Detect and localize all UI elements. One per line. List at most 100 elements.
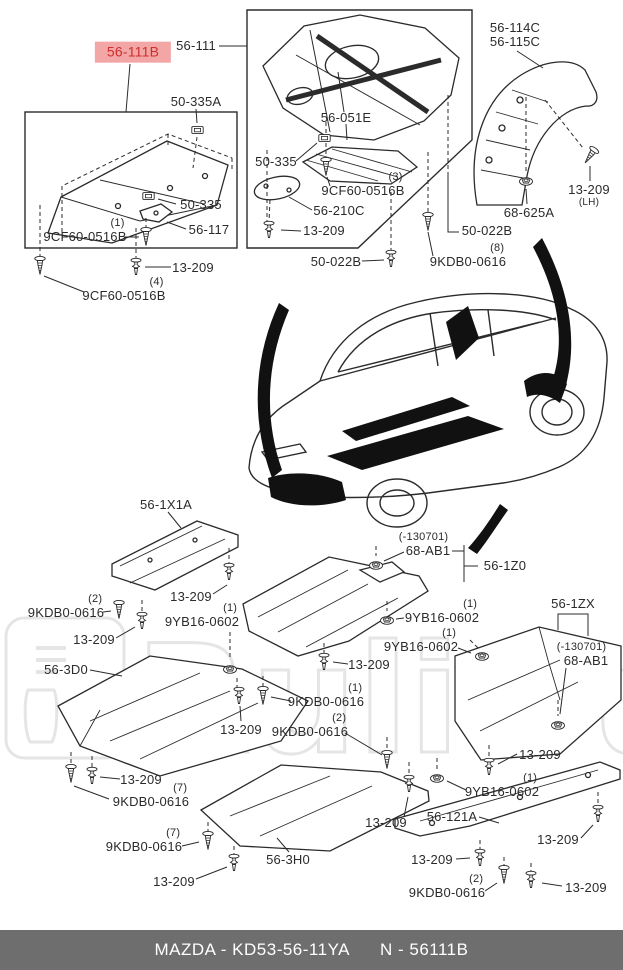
part-label-13-209[interactable]: 13-209 [348, 658, 390, 672]
part-label-9kdb0-0616[interactable]: 9KDB0-0616(8) [429, 243, 507, 270]
part-number: 50-335A [170, 94, 222, 110]
part-label-50-335a[interactable]: 50-335A [171, 95, 222, 109]
part-label-56-111[interactable]: 56-111 [176, 39, 216, 53]
part-label-13-209[interactable]: 13-209 [172, 261, 214, 275]
part-number: 9KDB0-0616 [105, 839, 183, 855]
part-label-56-3d0[interactable]: 56-3D0 [44, 663, 88, 677]
part-number: 9KDB0-0616 [429, 254, 507, 270]
part-label-50-022b[interactable]: 50-022B [311, 255, 362, 269]
part-label-56-1x1a[interactable]: 56-1X1A [140, 498, 192, 512]
part-number: 13-209 [120, 772, 162, 788]
part-number: 68-AB1 [405, 543, 451, 559]
part-number: 9KDB0-0616 [408, 885, 486, 901]
part-label-68-ab1[interactable]: 68-AB1(-130701) [399, 532, 451, 559]
quantity-note: (8) [490, 242, 505, 255]
part-number: 9YB16-0602 [383, 639, 459, 655]
part-number: 9KDB0-0616 [271, 724, 349, 740]
part-label-9yb16-0602[interactable]: 9YB16-0602(1) [383, 628, 459, 655]
part-label-50-335[interactable]: 50-335 [255, 155, 297, 169]
quantity-note: (4) [149, 276, 164, 289]
part-number: 56-3H0 [266, 852, 310, 868]
part-label-13-209[interactable]: 13-209 [303, 224, 345, 238]
part-label-13-209[interactable]: 13-209 [411, 853, 453, 867]
part-label-9cf60-0516b[interactable]: 9CF60-0516B(1) [43, 218, 127, 245]
part-label-9cf60-0516b[interactable]: 9CF60-0516B(4) [82, 277, 165, 303]
quantity-note: (1) [523, 772, 538, 785]
quantity-note: (1) [463, 598, 478, 611]
part-label-9cf60-0516b[interactable]: 9CF60-0516B(3) [321, 172, 405, 199]
quantity-note: (3) [388, 171, 403, 184]
part-label-13-209[interactable]: 13-209 [365, 816, 407, 830]
part-number: 9YB16-0602 [404, 610, 480, 626]
part-number: 13-209 [537, 832, 579, 848]
part-number: 56-210C [313, 203, 365, 219]
part-number: 56-051E [320, 110, 372, 126]
part-label-13-209[interactable]: 13-209 [73, 633, 115, 647]
part-number: 13-209 [565, 880, 607, 896]
part-number: 13-209 [519, 747, 561, 763]
part-number: 56-121A [426, 809, 478, 825]
part-label-9yb16-0602[interactable]: 9YB16-0602(1) [404, 599, 480, 626]
part-label-9kdb0-0616[interactable]: 9KDB0-0616(2) [27, 594, 105, 621]
quantity-note: (1) [110, 217, 125, 230]
part-number: 56-111 [176, 38, 216, 54]
part-label-56-3h0[interactable]: 56-3H0 [266, 853, 310, 867]
part-number: 9CF60-0516B [43, 229, 127, 245]
part-label-56-1z0[interactable]: 56-1Z0 [484, 559, 526, 573]
part-number: 68-625A [503, 205, 555, 221]
part-label-50-335[interactable]: 50-335 [180, 198, 222, 212]
quantity-note: (-130701) [398, 531, 449, 544]
part-label-9yb16-0602[interactable]: 9YB16-0602(1) [464, 773, 540, 800]
footer-catalog-code: MAZDA - KD53-56-11YA [154, 940, 350, 959]
part-number: 13-209 [411, 852, 453, 868]
part-number: 56-111B [106, 43, 160, 60]
part-label-9yb16-0602[interactable]: 9YB16-0602(1) [165, 603, 239, 629]
quantity-note: (7) [173, 782, 188, 795]
part-number: 50-022B [310, 254, 362, 270]
part-label-13-209[interactable]: 13-209 [120, 773, 162, 787]
part-number: 68-AB1 [563, 653, 609, 669]
part-label-13-209[interactable]: 13-209 [519, 748, 561, 762]
part-label-56-115c[interactable]: 56-115C [490, 35, 540, 49]
part-label-9kdb0-0616[interactable]: 9KDB0-0616(1) [288, 683, 364, 709]
part-drawings [47, 14, 622, 852]
part-label-9kdb0-0616[interactable]: 9KDB0-0616(2) [271, 713, 349, 740]
part-number: 13-209 [153, 874, 195, 890]
part-number: 9CF60-0516B [321, 183, 405, 199]
part-label-56-117[interactable]: 56-117 [189, 223, 230, 237]
part-number: 9YB16-0602 [464, 784, 540, 800]
part-label-56-051e[interactable]: 56-051E [321, 111, 372, 125]
part-number: 13-209 [348, 657, 390, 673]
part-number: 13-209 [365, 815, 407, 831]
part-number: 9KDB0-0616 [27, 605, 105, 621]
car-illustration [248, 238, 608, 554]
part-number: 50-335 [180, 197, 222, 213]
part-label-13-209[interactable]: 13-209 [170, 590, 212, 604]
part-label-13-209[interactable]: 13-209 [153, 875, 195, 889]
part-number: 13-209 [568, 182, 610, 198]
part-number: 13-209 [170, 589, 212, 605]
part-number: 56-3D0 [44, 662, 88, 678]
part-label-56-121a[interactable]: 56-121A [427, 810, 478, 824]
part-number: 9KDB0-0616 [112, 794, 190, 810]
part-label-56-114c[interactable]: 56-114C [490, 21, 540, 35]
part-label-13-209[interactable]: 13-209 [220, 723, 262, 737]
part-label-50-022b[interactable]: 50-022B [462, 224, 513, 238]
part-label-56-1zx[interactable]: 56-1ZX [551, 597, 595, 611]
detail-boxes [24, 9, 473, 249]
part-label-13-209[interactable]: 13-209 [565, 881, 607, 895]
part-label-68-625a[interactable]: 68-625A [504, 206, 555, 220]
quantity-note: (2) [469, 873, 484, 886]
selected-part-label-56-111b[interactable]: 56-111B [94, 41, 172, 63]
part-number: 56-1Z0 [483, 558, 527, 574]
part-label-13-209[interactable]: 13-209(LH) [568, 182, 610, 207]
part-label-68-ab1[interactable]: 68-AB1(-130701) [557, 642, 609, 669]
part-label-13-209[interactable]: 13-209 [537, 833, 579, 847]
part-label-9kdb0-0616[interactable]: 9KDB0-0616(7) [105, 828, 183, 855]
part-label-56-210c[interactable]: 56-210C [313, 204, 364, 218]
part-label-9kdb0-0616[interactable]: 9KDB0-0616(7) [112, 783, 190, 810]
part-label-9kdb0-0616[interactable]: 9KDB0-0616(2) [408, 874, 486, 901]
